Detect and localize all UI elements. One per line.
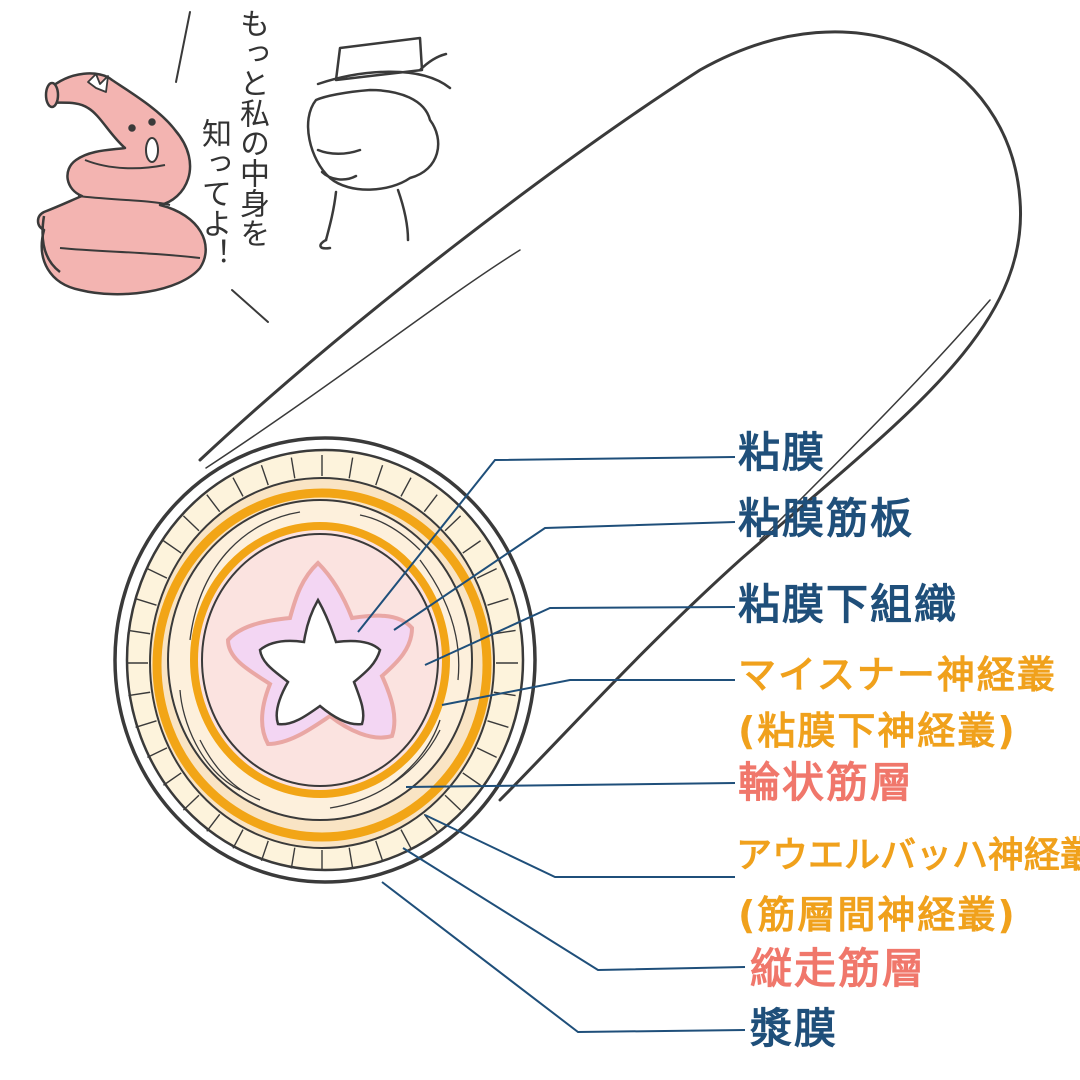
hatch-line [348, 847, 354, 869]
explorer-character-illustration [306, 36, 452, 250]
hatch-line [135, 720, 157, 728]
hatch-line [444, 515, 462, 532]
hatch-line [232, 477, 244, 497]
hatch-line [128, 691, 151, 697]
intestine-character-illustration [36, 72, 207, 296]
leader-muscularis-mucosae [393, 521, 736, 631]
label-circular-muscle: 輪状筋層 [738, 758, 915, 807]
label-serosa: 漿膜 [750, 1004, 839, 1053]
leader-serosa [381, 881, 746, 1034]
hatch-line [182, 794, 200, 811]
lumen-star [258, 597, 382, 726]
label-submucosal-plexus: (粘膜下神経叢) [738, 709, 1017, 753]
speech-emphasis-lines [175, 11, 269, 323]
hatch-line [375, 840, 384, 862]
speech-line-1: もっと私の中身を [234, 8, 269, 254]
label-longitudinal-muscle: 縦走筋層 [750, 944, 927, 993]
label-meissner-plexus: マイスナー神経叢 [738, 653, 1057, 697]
hatch-line [487, 720, 509, 728]
hatch-line [182, 515, 200, 532]
label-myenteric-plexus: (筋層間神経叢) [738, 893, 1017, 937]
hatch-line [493, 629, 516, 635]
hatch-line [135, 598, 157, 606]
longitudinal-muscle-hatching [126, 455, 518, 871]
hatch-line [462, 540, 481, 554]
hatch-line [444, 794, 462, 811]
hatch-line [260, 464, 269, 486]
hatch-line [128, 629, 151, 635]
leader-submucosa [424, 606, 736, 666]
leader-meissner [441, 679, 735, 706]
speech-line-2: 知ってよ！ [196, 118, 231, 274]
speech-text-1: もっと私の中身を [234, 8, 269, 248]
hatch-line [400, 477, 412, 497]
label-mucosa: 粘膜 [738, 428, 827, 477]
hatch-line [476, 567, 497, 579]
hatch-line [423, 494, 438, 513]
hatch-line [487, 598, 509, 606]
hatch-line [163, 540, 182, 554]
speech-text-2: 知ってよ！ [196, 118, 231, 268]
hatch-line [206, 813, 221, 832]
label-submucosa: 粘膜下組織 [738, 580, 959, 629]
leader-circular-muscle [405, 782, 736, 788]
hatch-line [163, 772, 182, 786]
intestine-tube [198, 30, 1023, 802]
hatch-line [400, 829, 412, 849]
leader-lines [357, 456, 746, 1034]
leader-mucosa [357, 456, 736, 633]
hatch-line [260, 840, 269, 862]
hatch-line [375, 464, 384, 486]
hatch-line [290, 457, 296, 479]
hatch-line [147, 747, 168, 759]
hatch-line [348, 457, 354, 479]
hatch-line [423, 813, 438, 832]
hatch-line [232, 829, 244, 849]
hatch-line [290, 847, 296, 869]
leader-auerbach [424, 814, 735, 878]
label-muscularis-mucosae: 粘膜筋板 [738, 494, 915, 543]
hatch-line [493, 691, 516, 697]
leader-longitudinal-muscle [402, 847, 746, 972]
cross-section [113, 436, 537, 884]
hatch-line [147, 567, 168, 579]
auerbach-plexus-ring [152, 488, 492, 842]
label-auerbach-plexus: アウエルバッハ神経叢 [736, 835, 1080, 876]
hatch-line [206, 494, 221, 513]
hatch-line [476, 747, 497, 759]
hatch-line [462, 772, 481, 786]
